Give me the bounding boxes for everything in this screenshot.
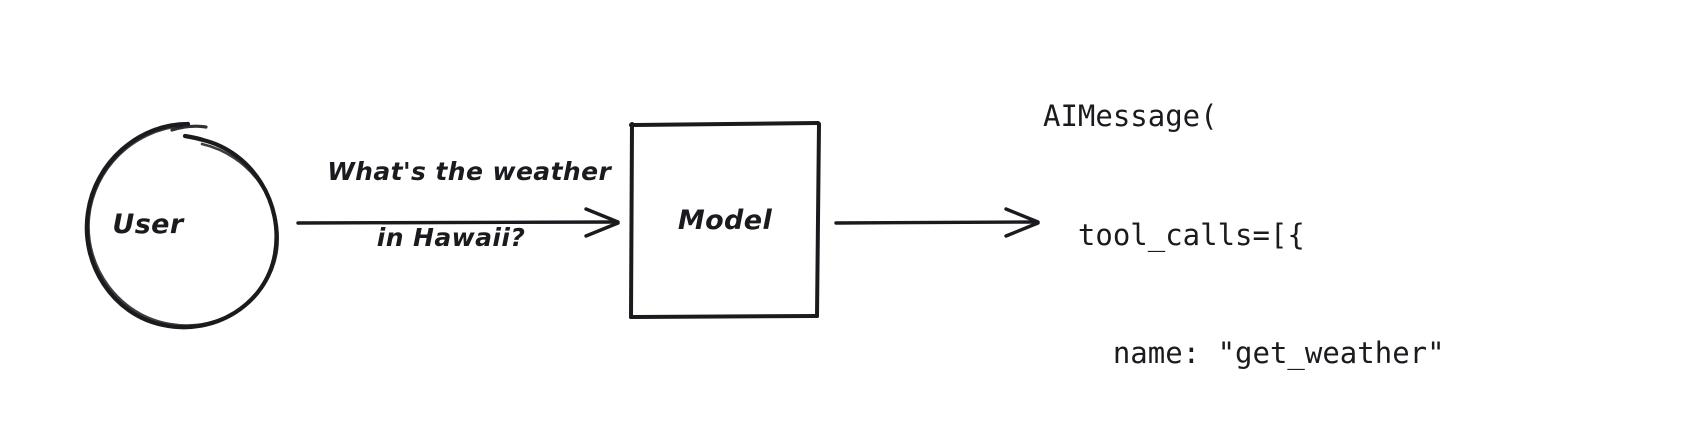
- edge-label-line-2: in Hawaii?: [376, 223, 526, 252]
- edge-label-user-to-model: What's the weather in Hawaii?: [284, 122, 618, 320]
- aimessage-code-block: AIMessage( tool_calls=[{ name: "get_weat…: [1043, 18, 1480, 432]
- code-line: tool_calls=[{: [1043, 217, 1305, 252]
- code-line: name: "get_weather": [1043, 336, 1445, 370]
- user-node-label: User: [112, 209, 184, 240]
- user-node-circle: [84, 121, 280, 330]
- model-node-rect: [629, 121, 821, 319]
- arrow-user-to-model: [296, 207, 620, 238]
- edge-label-line-1: What's the weather: [327, 157, 612, 186]
- arrow-model-to-output: [834, 207, 1040, 238]
- code-line: AIMessage(: [1043, 99, 1218, 133]
- model-node-label: Model: [677, 205, 773, 236]
